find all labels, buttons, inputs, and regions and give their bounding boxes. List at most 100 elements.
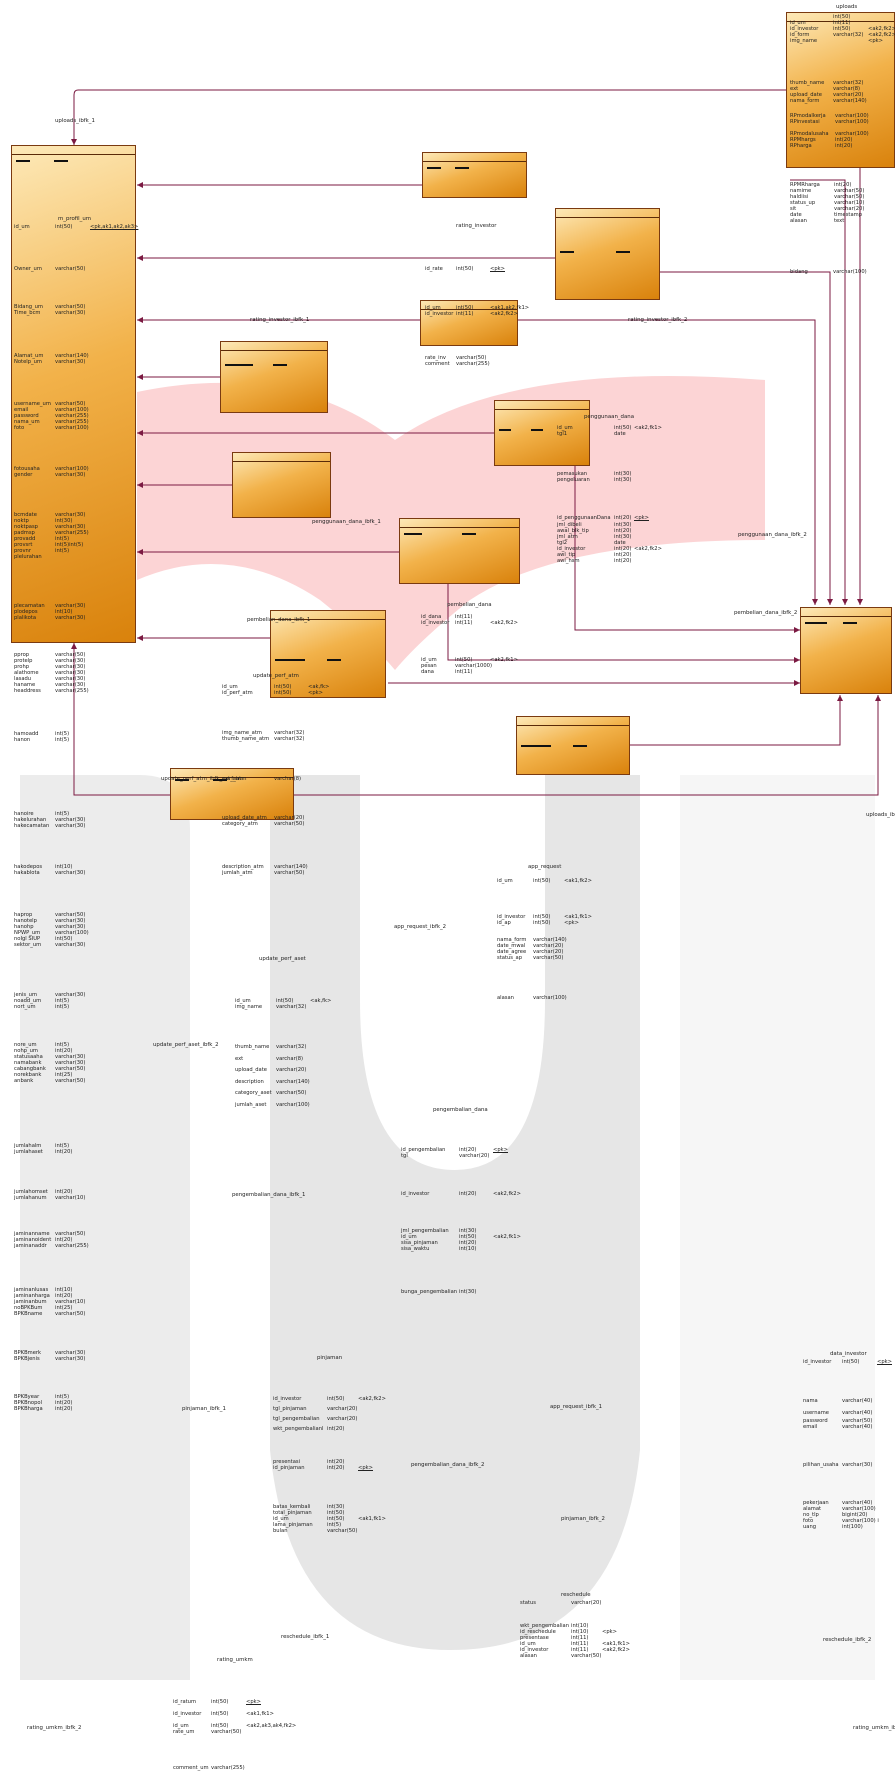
- entity-box-a[interactable]: [422, 152, 527, 198]
- pd-types-b: int(30) int(30): [614, 471, 632, 483]
- mp-cols-o: nore_um nohp_um statusaaha namabank caba…: [14, 1042, 46, 1084]
- rel-update-atm-fk1: update_perf_atm_ibfk_perf_atm: [161, 776, 247, 782]
- rel-pengembalian-fk1: pengembalian_dana_ibfk_1: [232, 1192, 306, 1198]
- pd-keys-d: <ak2,fk2>: [634, 546, 662, 552]
- ri-keys-b: <ak1,ak2,fk1> <ak2,fk2>: [490, 305, 530, 317]
- uploads-cols-c: RPmodalkerja RPinvestasi RPmodalusaha RP…: [790, 113, 829, 149]
- title-m-profil-um: m_profil_um: [58, 216, 92, 222]
- mp-cols-t: BPKBmerk BPKBjenis: [14, 1350, 42, 1362]
- title-update-perf-aset: update_perf_aset: [259, 956, 306, 962]
- ua-types-b: varchar(32) varchar(32): [274, 730, 305, 742]
- mp-types-u: int(5) int(20) int(20): [55, 1394, 73, 1412]
- uploads-keys-a: <ak2,fk2> <ak2,fk2> <pk>: [868, 26, 895, 44]
- ru-cols-a: id_ratum: [173, 1699, 197, 1705]
- pd-keys-a: <ak2,fk1>: [634, 425, 662, 431]
- di-types-c: varchar(50) varchar(40): [842, 1418, 873, 1430]
- ar-cols-d: alasan: [497, 995, 514, 1001]
- pg-keys-b: <ak2,fk2>: [493, 1191, 521, 1197]
- ri-types-a: int(50): [456, 266, 474, 272]
- title-update-perf-atm: update_perf_atm: [253, 673, 299, 679]
- ru-keys-c: <ak2,ak3,ak4,fk2>: [246, 1723, 297, 1729]
- ar-cols-c: nama_form date_mwal date_agree status_ap: [497, 937, 527, 961]
- rel-uploads-fk2: uploads_ib: [866, 812, 895, 818]
- ru-types-c: int(50) varchar(50): [211, 1723, 242, 1735]
- mp-keys-a: <pk,ak1,ak2,ak3>: [90, 224, 139, 230]
- mp-types-g: varchar(30) int(30) varchar(30) varchar(…: [55, 512, 89, 554]
- mp-types-p: int(5) int(20): [55, 1143, 73, 1155]
- mp-types-j: int(5) int(5): [55, 731, 70, 743]
- title-reschedule: reschedule: [561, 1592, 591, 1598]
- pg-cols-d: bunga_pengembalian: [401, 1289, 458, 1295]
- pg-keys-c: <ak2,fk1>: [493, 1234, 521, 1240]
- uploads-types-a: int(50) int(11) int(50) varchar(32): [833, 14, 864, 38]
- entity-pembelian-dana[interactable]: [399, 518, 520, 584]
- mp-types-n: varchar(30) int(5) int(5): [55, 992, 86, 1010]
- ri-types-b: int(50) int(11): [456, 305, 474, 317]
- pg-cols-b: id_investor: [401, 1191, 430, 1197]
- uploads-cols-e: bidang: [790, 269, 808, 275]
- pj-types-a: int(50) varchar(20) varchar(20) int(20): [327, 1396, 358, 1432]
- mp-cols-e: username_um email password nama_um foto: [14, 401, 51, 431]
- di-types-e: varchar(40) varchar(100) bigint(20) varc…: [842, 1500, 879, 1530]
- mp-types-e: varchar(50) varchar(100) varchar(255) va…: [55, 401, 89, 431]
- pd-types-a: int(50): [614, 425, 632, 431]
- rel-rating-umkm-fk2: rating_umkm_ibfk_2: [27, 1725, 82, 1731]
- mp-types-h: varchar(30) int(10) varchar(30): [55, 603, 86, 621]
- mp-types-o: int(5) int(20) varchar(30) varchar(30) v…: [55, 1042, 86, 1084]
- rel-uploads-fk1: uploads_ibfk_1: [55, 118, 95, 124]
- mp-cols-i: pprop protelp prohp alathome lasadu hana…: [14, 652, 41, 694]
- rel-update-aset-fk2: update_perf_aset_ibfk_2: [153, 1042, 219, 1048]
- ua-types-a: int(50) int(50): [274, 684, 292, 696]
- mp-cols-s: jaminanlusas jaminanharga jaminanbum noB…: [14, 1287, 50, 1317]
- di-cols-d: pilihan_usaha: [803, 1462, 839, 1468]
- title-uploads: uploads: [836, 4, 858, 10]
- pj-cols-a: id_investor tgl_pinjaman tgl_pengembalia…: [273, 1396, 324, 1432]
- mp-cols-u: BPKByear BPKBnopol BPKBharga: [14, 1394, 43, 1412]
- mp-types-s: int(10) int(20) varchar(10) int(25) varc…: [55, 1287, 86, 1317]
- ru-types-a: int(50): [211, 1699, 229, 1705]
- mp-cols-d: Alamat_um Notelp_um: [14, 353, 44, 365]
- uploads-cols-a: id_um id_investor id_form img_name: [790, 20, 819, 44]
- pb-cols-b: id_um pesan dana: [421, 657, 437, 675]
- entity-right-mid[interactable]: [800, 607, 892, 694]
- mp-cols-m: haprop hanotelp hanohp NPWP_um noIgl SIU…: [14, 912, 42, 948]
- mp-cols-b: Owner_um: [14, 266, 42, 272]
- entity-box-e[interactable]: [516, 716, 630, 775]
- us-types-a: int(50) varchar(32): [276, 998, 307, 1010]
- rs-keys-b: <pk> <ak1,fk1> <ak2,fk2>: [602, 1629, 630, 1653]
- entity-box-b[interactable]: [555, 208, 660, 300]
- title-pembelian-dana: pembelian_dana: [447, 602, 492, 608]
- entity-m-profil-um[interactable]: [11, 145, 136, 643]
- ua-cols-d: upload_date_atm category_atm: [222, 815, 267, 827]
- us-types-b: varchar(32) varchar(8) varchar(20) varch…: [276, 1044, 310, 1108]
- mp-cols-r: jaminanname jaminanoident jaminanaddr: [14, 1231, 52, 1249]
- entity-update-perf-atm[interactable]: [270, 610, 386, 698]
- pd-cols-d: jml_dibeli awal_blk_tip jml_atm tgl2 id_…: [557, 522, 589, 564]
- mp-cols-h: plecamatan plodepos plalikota: [14, 603, 45, 621]
- uploads-types-c: varchar(100) varchar(100) varchar(100) i…: [835, 113, 869, 149]
- pj-cols-b: presentasi id_pinjaman: [273, 1459, 305, 1471]
- uploads-types-d: int(20) varchar(50) varchar(50) varchar(…: [834, 182, 865, 224]
- us-cols-b: thumb_name ext upload_date description c…: [235, 1044, 272, 1108]
- entity-update-perf-atm-fk[interactable]: [170, 768, 294, 820]
- ru-types-d: varchar(255): [211, 1765, 245, 1771]
- ru-cols-c: id_um rate_um: [173, 1723, 195, 1735]
- entity-box-d[interactable]: [232, 452, 331, 518]
- title-data-investor: data_investor: [830, 1351, 867, 1357]
- pd-cols-a: id_um tgl1: [557, 425, 573, 437]
- pj-keys-a: <ak2,fk2>: [358, 1396, 386, 1402]
- ru-cols-b: id_investor: [173, 1711, 202, 1717]
- entity-box-c[interactable]: [220, 341, 328, 413]
- ua-keys-a: <ak,fk> <pk>: [308, 684, 330, 696]
- ua-types-c: varchar(8): [274, 776, 302, 782]
- entity-uploads[interactable]: [786, 12, 895, 168]
- di-cols-c: password email: [803, 1418, 828, 1430]
- rel-reschedule-fk2: reschedule_ibfk_2: [823, 1637, 872, 1643]
- entity-rating-investor[interactable]: [420, 300, 518, 346]
- ar-types-d: varchar(100): [533, 995, 567, 1001]
- mp-types-r: varchar(50) int(20) varchar(255): [55, 1231, 89, 1249]
- title-rating-umkm: rating_umkm: [217, 1657, 253, 1663]
- us-cols-a: id_um img_name: [235, 998, 263, 1010]
- entity-penggunaan-dana[interactable]: [494, 400, 590, 466]
- rel-penggunaan-fk2: penggunaan_dana_ibfk_2: [738, 532, 807, 538]
